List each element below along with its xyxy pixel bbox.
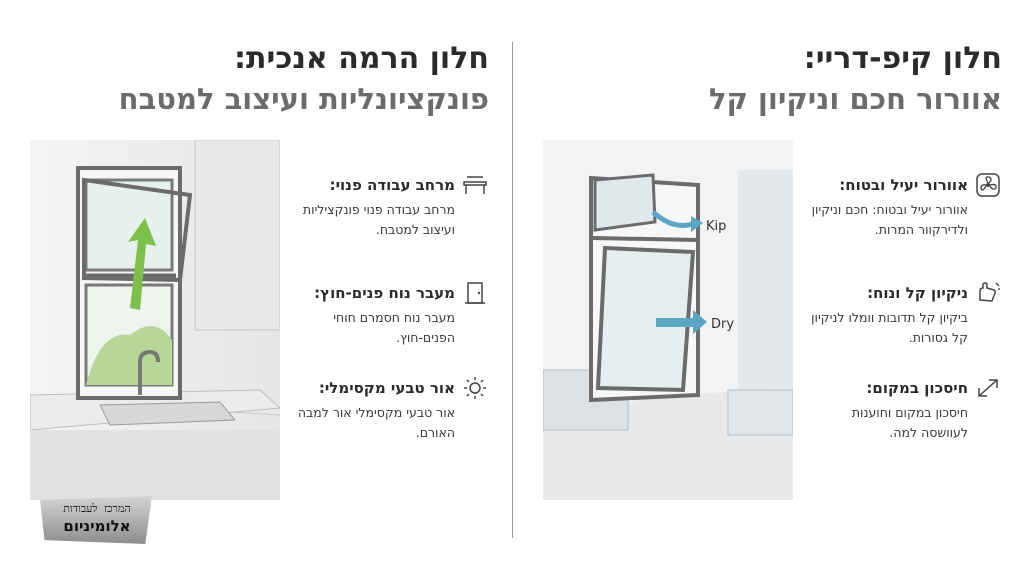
sun-icon (464, 377, 486, 399)
feature-desc: מרחב עבודה פנוי פונקציליות ועיצוב למטבח. (302, 202, 455, 237)
feature-title: מעבר נוח פנים-חוץ: (314, 284, 455, 302)
left-subtitle: פונקציונליות ועיצוב למטבח (118, 82, 489, 116)
feature-title: מרחב עבודה פנוי: (329, 176, 455, 194)
vertical-sash-panel: חלון הרמה אנכית: פונקציונליות ועיצוב למט… (0, 0, 511, 576)
feature-desc: אור טבעי מקסימלי אור למבה האורם. (297, 405, 455, 440)
feature-desc: חיסכון במקום וחוענות לעוושסה למה. (851, 405, 968, 440)
kitchen-window-illustration (30, 140, 280, 500)
center-divider (512, 42, 513, 538)
feature-space-saving: חיסכון במקום: חיסכון במקום וחוענות לעווש… (802, 375, 1002, 443)
feature-title: ניקיון קל ונוח: (867, 284, 968, 302)
dry-arrow (656, 318, 694, 327)
feature-title: אור טבעי מקסימלי: (318, 379, 455, 397)
feature-workspace: מרחב עבודה פנוי: מרחב עבודה פנוי פונקציל… (289, 172, 489, 240)
cleaning-hand-icon (979, 282, 1000, 302)
company-logo: המרכז לעבודות אלומיניום (32, 486, 162, 552)
feature-desc: ביקיון קל תדובות וומלו לניקיון קל גסורות… (811, 310, 968, 345)
feature-cleaning: ניקיון קל ונוח: ביקיון קל תדובות וומלו ל… (802, 280, 1002, 348)
bathroom-window-illustration: Kip Dry (543, 140, 793, 500)
feature-desc: אוורור יעיל ובטוח: חכם וניקיון ולדירקוור… (811, 202, 968, 237)
right-title: חלון קיפ-דריי: (803, 41, 1002, 76)
tilt-turn-panel: חלון קיפ-דריי: אוורור חכם וניקיון קל Kip… (513, 0, 1024, 576)
up-arrow (128, 218, 156, 310)
feature-title: אוורור יעיל ובטוח: (839, 176, 968, 194)
feature-passage: מעבר נוח פנים-חוץ: מעבר נוח חסמרם חוחי ה… (289, 280, 489, 348)
logo-line1: המרכז לעבודות (63, 502, 131, 515)
feature-ventilation: אוורור יעיל ובטוח: אוורור יעיל ובטוח: חכ… (802, 172, 1002, 240)
feature-light: אור טבעי מקסימלי: אור טבעי מקסימלי אור ל… (289, 375, 489, 443)
left-title: חלון הרמה אנכית: (234, 41, 489, 76)
fan-icon (976, 173, 1000, 197)
expand-icon (978, 379, 998, 397)
logo-plate (40, 496, 152, 544)
feature-desc: מעבר נוח חסמרם חוחי הפנים-חוץ. (333, 310, 455, 345)
right-subtitle: אוורור חכם וניקיון קל (708, 82, 1002, 116)
kip-label: Kip (706, 219, 726, 234)
feature-title: חיסכון במקום: (866, 379, 968, 397)
logo-line2: אלומיניום (63, 517, 131, 535)
door-icon (465, 282, 485, 304)
counter-icon (463, 176, 487, 194)
kip-arrow (651, 210, 694, 228)
dry-label: Dry (711, 317, 734, 332)
